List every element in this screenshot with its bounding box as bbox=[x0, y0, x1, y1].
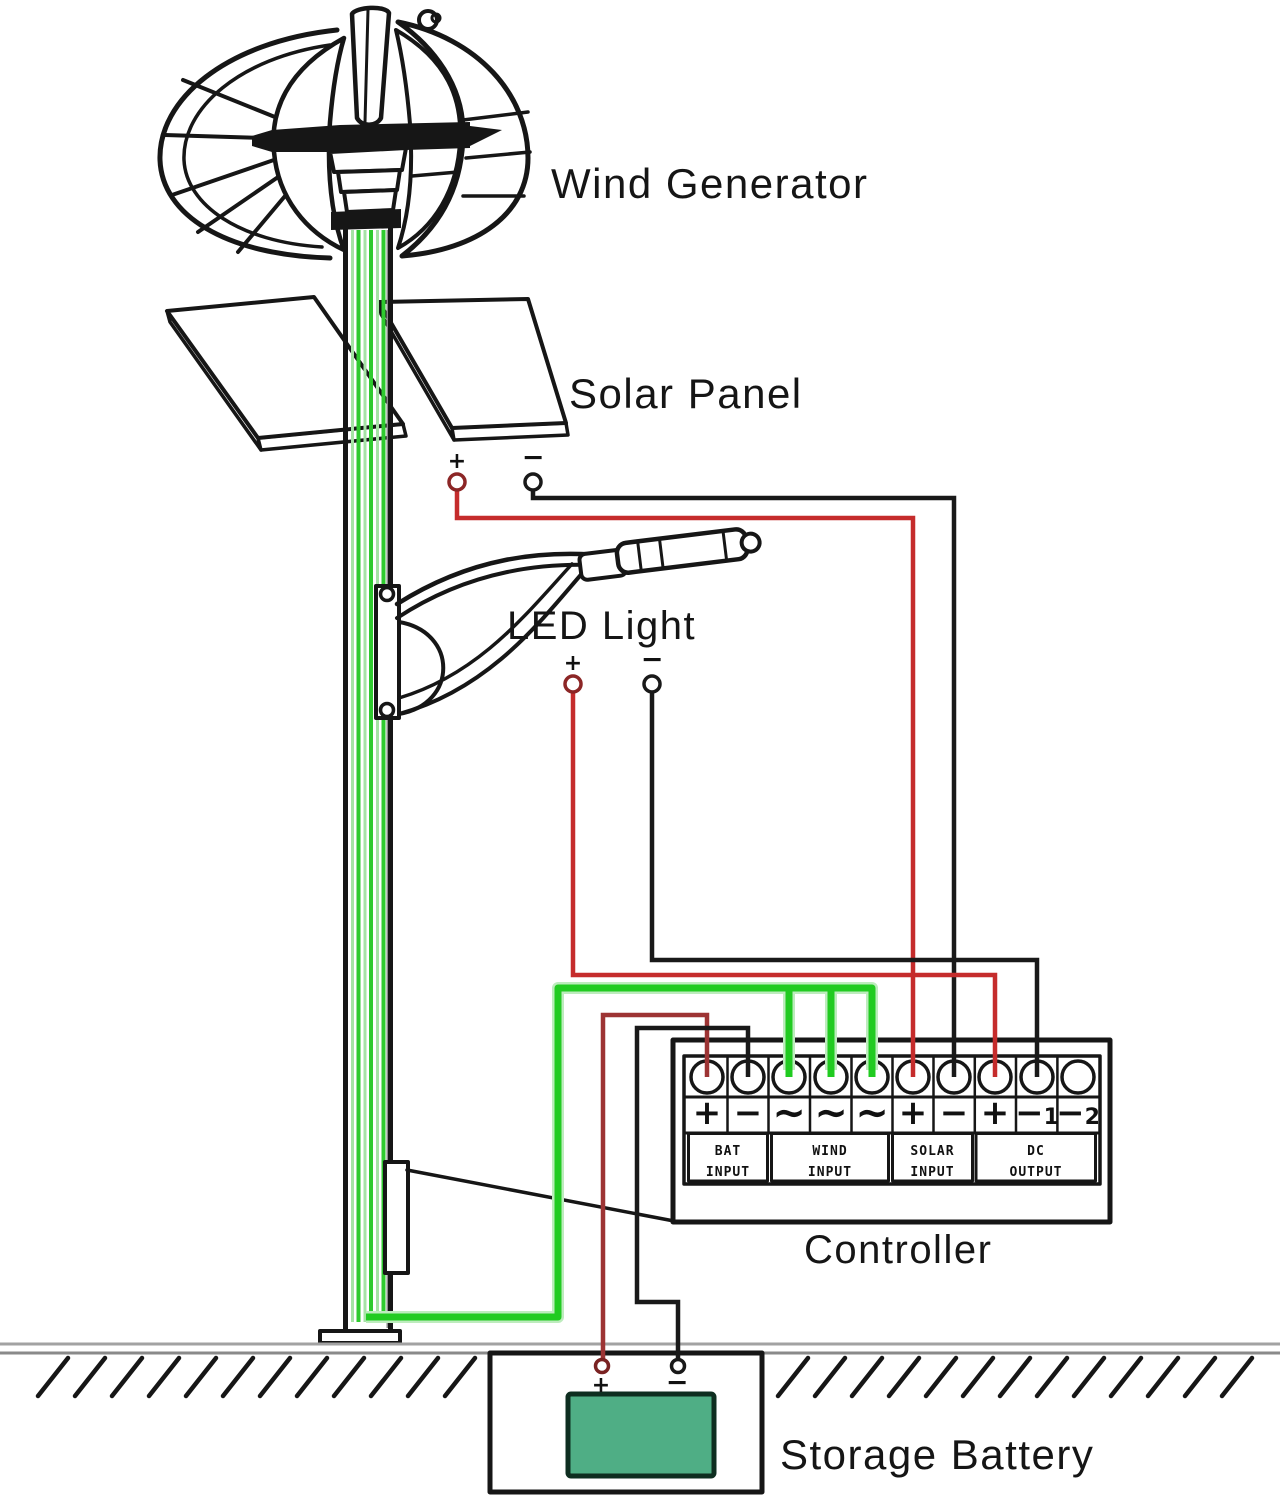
wire-solar-negative bbox=[530, 490, 957, 1077]
wire-led-negative bbox=[649, 692, 1040, 1077]
wire-led-positive bbox=[570, 692, 998, 1077]
battery-plus-sign: + bbox=[592, 1373, 610, 1398]
controller-label: Controller bbox=[804, 1228, 993, 1272]
battery-plus-terminal bbox=[593, 1357, 611, 1375]
ground-hatching-right bbox=[775, 1355, 1255, 1399]
svg-text:INPUT: INPUT bbox=[706, 1165, 750, 1180]
ground-hatching-left bbox=[35, 1355, 478, 1399]
pole-base-plate bbox=[318, 1329, 402, 1345]
wire-battery-negative bbox=[634, 1025, 751, 1360]
solar-panel-drawing bbox=[165, 295, 570, 452]
terminal-symbols: + − ∼ ∼ ∼ + − + −1 −2 bbox=[693, 1090, 1100, 1136]
led-light-drawing bbox=[374, 527, 762, 720]
led-lamp-head bbox=[577, 527, 762, 582]
svg-text:−2: −2 bbox=[1056, 1093, 1100, 1133]
svg-text:BAT: BAT bbox=[715, 1144, 741, 1159]
solar-plus-sign: + bbox=[448, 449, 466, 474]
led-plus-terminal bbox=[563, 674, 583, 694]
wind-generator-label: Wind Generator bbox=[551, 160, 869, 207]
svg-text:WIND: WIND bbox=[812, 1144, 847, 1159]
battery-body bbox=[565, 1391, 717, 1479]
svg-text:DC: DC bbox=[1027, 1144, 1045, 1159]
controller-leader-line bbox=[405, 1168, 676, 1223]
solar-minus-sign: − bbox=[522, 442, 545, 473]
led-minus-sign: − bbox=[641, 644, 664, 675]
svg-text:SOLAR: SOLAR bbox=[910, 1144, 954, 1159]
pole-controller-mount bbox=[383, 1160, 410, 1275]
svg-text:+: + bbox=[899, 1093, 928, 1133]
solar-minus-terminal bbox=[523, 472, 543, 492]
pole bbox=[318, 225, 402, 1345]
storage-battery-label: Storage Battery bbox=[780, 1431, 1095, 1478]
connector-terminals bbox=[447, 472, 687, 1375]
svg-text:−: − bbox=[734, 1093, 763, 1133]
led-light-label: LED Light bbox=[507, 604, 697, 648]
wind-generator-drawing bbox=[157, 5, 532, 261]
battery-drawing bbox=[487, 1350, 765, 1495]
svg-text:∼: ∼ bbox=[772, 1090, 806, 1136]
svg-text:∼: ∼ bbox=[814, 1090, 848, 1136]
led-minus-terminal bbox=[642, 674, 662, 694]
terminal-group-labels: BAT INPUT WIND INPUT SOLAR INPUT DC OUTP… bbox=[706, 1144, 1063, 1180]
solar-panel-label: Solar Panel bbox=[569, 370, 803, 417]
svg-text:+: + bbox=[693, 1093, 722, 1133]
svg-text:INPUT: INPUT bbox=[910, 1165, 954, 1180]
svg-text:OUTPUT: OUTPUT bbox=[1010, 1165, 1063, 1180]
svg-text:−: − bbox=[940, 1093, 969, 1133]
battery-minus-sign: − bbox=[666, 1367, 689, 1398]
wire-wind-green bbox=[366, 984, 876, 1321]
svg-text:+: + bbox=[981, 1093, 1010, 1133]
svg-text:INPUT: INPUT bbox=[808, 1165, 852, 1180]
wire-solar-positive bbox=[454, 490, 916, 1077]
battery-minus-terminal bbox=[669, 1357, 687, 1375]
wires bbox=[366, 490, 1040, 1360]
svg-text:−1: −1 bbox=[1015, 1093, 1059, 1133]
svg-text:∼: ∼ bbox=[855, 1090, 889, 1136]
wire-battery-positive bbox=[600, 1012, 710, 1360]
led-plus-sign: + bbox=[564, 651, 582, 676]
solar-plus-terminal bbox=[447, 472, 467, 492]
